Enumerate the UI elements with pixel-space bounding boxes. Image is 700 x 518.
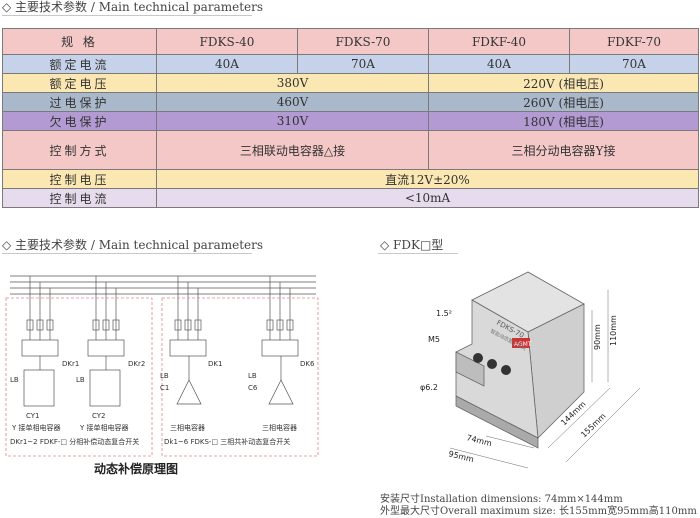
label-cy2: CY2 <box>92 412 106 420</box>
section-title-2: ◇ 主要技术参数 / Main technical parameters <box>2 238 264 252</box>
rated-current-value: 70A <box>297 54 429 74</box>
dim-90: 90mm <box>593 324 602 350</box>
label-dk1: DK1 <box>208 360 222 368</box>
note-y1: Y 接单相电容器 <box>11 423 61 432</box>
table-row-rated-current: 额定电流 40A 70A 40A 70A <box>2 54 699 74</box>
overvoltage-s: 460V <box>156 92 429 112</box>
dim-155: 155mm <box>579 411 608 439</box>
brand-badge <box>512 338 530 348</box>
section-divider-1 <box>2 15 252 16</box>
control-mode-f: 三相分动电容器Y接 <box>428 130 699 170</box>
note-y2: Y 接单相电容器 <box>79 423 129 432</box>
bottom-right-label: Dk1~6 FDKS-□ 三相共补动态复合开关 <box>164 437 290 446</box>
circuit-diagram: DKr1 DKr2 DK1 DK6 LB LB LB LB CY1 CY2 C1… <box>5 275 319 457</box>
section-divider-3 <box>378 253 458 254</box>
dim-110: 110mm <box>609 315 618 346</box>
label-lb-3: LB <box>160 372 169 380</box>
label-dkr2: DKr2 <box>128 360 145 368</box>
table-row-rated-voltage: 额定电压 380V 220V (相电压) <box>2 73 699 93</box>
model-fdkf-70: FDKF-70 <box>569 28 699 55</box>
table-row-overvoltage: 过电保护 460V 260V (相电压) <box>2 92 699 112</box>
undervoltage-s: 310V <box>156 111 429 131</box>
label-dkr1: DKr1 <box>62 360 79 368</box>
label-cable-size: 1.5² <box>436 309 452 318</box>
table-row-control-voltage: 控制电压 直流12V±20% <box>2 169 699 189</box>
note-3: 三相电容器 <box>170 423 205 432</box>
model-fdks-70: FDKS-70 <box>297 28 429 55</box>
table-row-control-current: 控制电流 <10mA <box>2 188 699 208</box>
label-c1: C1 <box>160 384 169 392</box>
rated-current-label: 额定电流 <box>2 54 157 74</box>
label-m5: M5 <box>428 335 440 344</box>
label-cy1: CY1 <box>26 412 40 420</box>
overall-dimensions: 外型最大尺寸Overall maximum size: 长155mm宽95mm高… <box>380 506 697 517</box>
rated-voltage-f: 220V (相电压) <box>428 73 699 93</box>
bottom-left-label: DKr1~2 FDKF-□ 分相补偿动态复合开关 <box>10 437 139 446</box>
dim-95: 95mm <box>448 449 475 464</box>
label-c6: C6 <box>248 384 258 392</box>
label-lb-1: LB <box>10 376 19 384</box>
label-dk6: DK6 <box>300 360 315 368</box>
header-label: 规 格 <box>2 28 157 55</box>
control-voltage-label: 控制电压 <box>2 169 157 189</box>
control-current-label: 控制电流 <box>2 188 157 208</box>
control-current-value: <10mA <box>156 188 699 208</box>
overvoltage-label: 过电保护 <box>2 92 157 112</box>
rated-current-value: 70A <box>569 54 699 74</box>
rated-current-value: 40A <box>428 54 570 74</box>
install-dimensions: 安装尺寸Installation dimensions: 74mm×144mm <box>380 494 623 505</box>
device-drawing: AGMT FDKS-70 智能动态复合开关 1.5² M5 φ6.2 90mm … <box>420 271 641 469</box>
section-title-1: ◇ 主要技术参数 / Main technical parameters <box>2 0 264 14</box>
parameters-table: 规 格 FDKS-40 FDKS-70 FDKF-40 FDKF-70 额定电流… <box>2 28 699 208</box>
table-row-header: 规 格 FDKS-40 FDKS-70 FDKF-40 FDKF-70 <box>2 28 699 55</box>
note-4: 三相电容器 <box>262 423 297 432</box>
rated-voltage-label: 额定电压 <box>2 73 157 93</box>
section-divider-2 <box>2 253 252 254</box>
table-row-undervoltage: 欠电保护 310V 180V (相电压) <box>2 111 699 131</box>
label-hole: φ6.2 <box>420 383 438 392</box>
control-mode-label: 控制方式 <box>2 130 157 170</box>
control-voltage-value: 直流12V±20% <box>156 169 699 189</box>
diagram-caption: 动态补偿原理图 <box>94 462 179 476</box>
control-mode-s: 三相联动电容器△接 <box>156 130 429 170</box>
brand-text: AGMT <box>514 341 532 348</box>
model-fdks-40: FDKS-40 <box>156 28 298 55</box>
dim-74: 74mm <box>466 433 493 448</box>
label-lb-4: LB <box>248 372 257 380</box>
rated-voltage-s: 380V <box>156 73 429 93</box>
label-lb-2: LB <box>76 376 85 384</box>
dimensions-info: 安装尺寸Installation dimensions: 74mm×144mm … <box>380 494 697 518</box>
model-fdkf-40: FDKF-40 <box>428 28 570 55</box>
undervoltage-f: 180V (相电压) <box>428 111 699 131</box>
table-row-control-mode: 控制方式 三相联动电容器△接 三相分动电容器Y接 <box>2 130 699 170</box>
overvoltage-f: 260V (相电压) <box>428 92 699 112</box>
undervoltage-label: 欠电保护 <box>2 111 157 131</box>
rated-current-value: 40A <box>156 54 298 74</box>
section-title-3: ◇ FDK□型 <box>380 238 444 252</box>
